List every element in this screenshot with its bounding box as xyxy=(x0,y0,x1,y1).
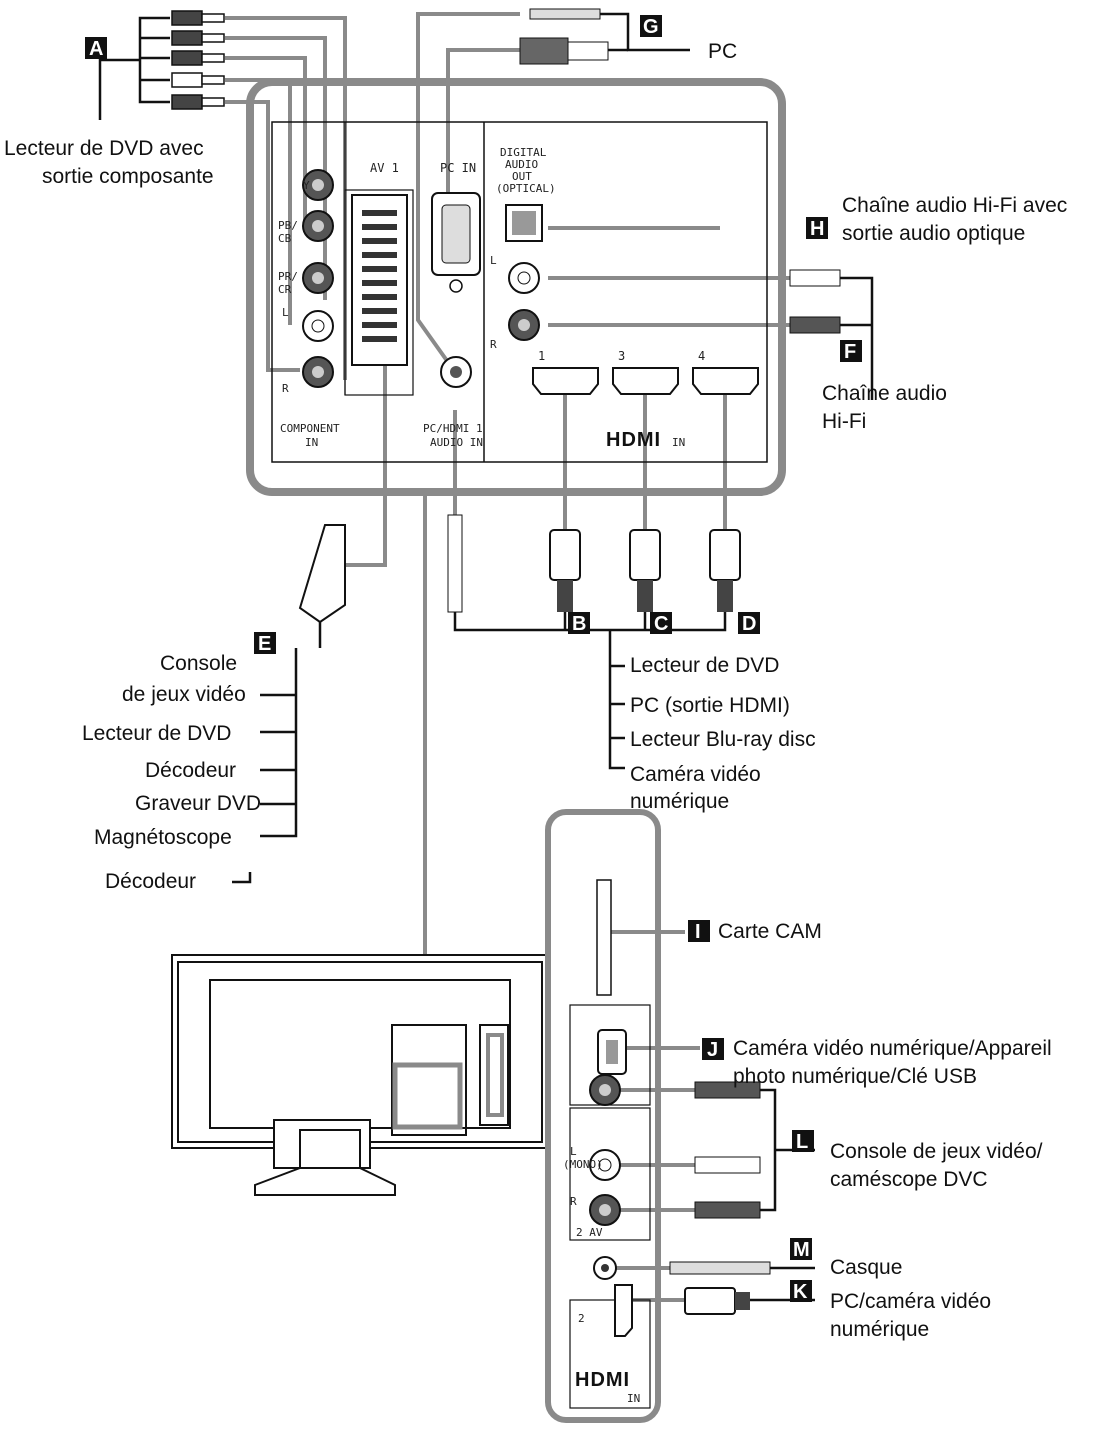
hdmi2-line1: PC/caméra vidéo xyxy=(830,1290,991,1313)
scart-console-2: de jeux vidéo xyxy=(122,683,246,706)
scart-pins xyxy=(362,210,397,342)
cam-label: Carte CAM xyxy=(718,920,822,943)
hdmi-plug-1 xyxy=(549,529,581,581)
badge-c: C xyxy=(654,613,668,635)
scart-console-1: Console xyxy=(160,652,237,675)
source-labels: Lecteur de DVD avec sortie composante PC… xyxy=(4,40,1067,1341)
label-out-r: R xyxy=(490,338,497,351)
label-component-1: COMPONENT xyxy=(280,422,340,435)
hdmi-plug-3 xyxy=(629,529,661,581)
scart-decoder-2: Décodeur xyxy=(105,870,196,893)
side-label-r: R xyxy=(570,1195,577,1208)
av2-line1: Console de jeux vidéo/ xyxy=(830,1140,1043,1163)
scart-recorder: Graveur DVD xyxy=(135,792,261,815)
usb-line1: Caméra vidéo numérique/Appareil xyxy=(733,1037,1052,1060)
hdmi-device-camera-2: numérique xyxy=(630,790,729,813)
label-digital: DIGITAL xyxy=(500,146,547,159)
vga-plug xyxy=(519,37,569,65)
component-jacks xyxy=(302,169,334,388)
label-hdmi-1: 1 xyxy=(538,349,545,363)
label-component-2: IN xyxy=(305,436,318,449)
label-audio-l: L xyxy=(282,306,289,319)
scart-plug xyxy=(298,524,346,624)
hdmi-ports xyxy=(532,367,759,395)
badge-j: J xyxy=(707,1039,718,1061)
headphone-plug xyxy=(669,1261,771,1275)
hdmi-device-dvd: Lecteur de DVD xyxy=(630,654,779,677)
hdmi-plug-4 xyxy=(709,529,741,581)
hifi-plug-r xyxy=(789,316,841,334)
badge-a: A xyxy=(89,38,103,60)
side-hdmi-logo: HDMI xyxy=(575,1369,630,1391)
side-label-av2: 2 AV xyxy=(576,1226,603,1239)
tv-rear xyxy=(171,954,549,1196)
av2-plug-video xyxy=(694,1081,761,1099)
rear-panel: Y PB/ CB PR/ CR L R COMPONENT IN AV 1 PC… xyxy=(246,78,786,496)
component-plugs xyxy=(171,10,225,110)
side-label-l: L xyxy=(570,1145,577,1158)
scart-dvd: Lecteur de DVD xyxy=(82,722,231,745)
badge-e: E xyxy=(258,633,271,655)
label-av1: AV 1 xyxy=(370,161,399,175)
dvd-component-line1: Lecteur de DVD avec xyxy=(4,137,204,160)
headphones-label: Casque xyxy=(830,1256,902,1279)
label-y: Y xyxy=(303,179,310,192)
hdmi-device-camera-1: Caméra vidéo xyxy=(630,763,761,786)
label-pb-2: CB xyxy=(278,232,292,245)
pc-label: PC xyxy=(708,40,737,63)
badge-l: L xyxy=(796,1131,808,1153)
label-audio: AUDIO xyxy=(505,158,538,171)
badge-g: G xyxy=(643,16,659,38)
badge-k: K xyxy=(793,1281,808,1303)
label-hdmi-4: 4 xyxy=(698,349,705,363)
label-out-l: L xyxy=(490,254,497,267)
usb-line2: photo numérique/Clé USB xyxy=(733,1065,977,1088)
hifi-line2: Hi-Fi xyxy=(822,410,866,433)
hifi-line1: Chaîne audio xyxy=(822,382,947,405)
hifi-optical-line1: Chaîne audio Hi-Fi avec xyxy=(842,194,1067,217)
hdmi2-plug xyxy=(684,1287,736,1315)
side-hdmi-in: IN xyxy=(627,1392,640,1405)
label-pr-1: PR/ xyxy=(278,270,298,283)
label-pc-hdmi-audio-2: AUDIO IN xyxy=(430,436,483,449)
av2-plug-l xyxy=(694,1156,761,1174)
side-hdmi-port xyxy=(614,1284,633,1337)
label-pb-1: PB/ xyxy=(278,219,298,232)
av2-line2: caméscope DVC xyxy=(830,1168,988,1191)
dvd-component-line2: sortie composante xyxy=(42,165,214,188)
pc-audio-plug xyxy=(529,8,601,20)
hdmi2-line2: numérique xyxy=(830,1318,929,1341)
plugs xyxy=(171,8,841,1315)
scart-decoder-1: Décodeur xyxy=(145,759,236,782)
hifi-optical-line2: sortie audio optique xyxy=(842,222,1025,245)
badge-f: F xyxy=(844,341,856,363)
label-pc-in: PC IN xyxy=(440,161,476,175)
label-out: OUT xyxy=(512,170,532,183)
scart-vcr: Magnétoscope xyxy=(94,826,232,849)
label-audio-r: R xyxy=(282,382,289,395)
av2-plug-r xyxy=(694,1201,761,1219)
rear-hdmi-in: IN xyxy=(672,436,685,449)
rear-hdmi-logo: HDMI xyxy=(606,429,661,451)
badge-i: I xyxy=(695,921,701,943)
label-pc-hdmi-audio-1: PC/HDMI 1 xyxy=(423,422,483,435)
side-label-hdmi-port: 2 xyxy=(578,1312,585,1325)
badge-h: H xyxy=(810,218,824,240)
hifi-plug-l xyxy=(789,269,841,287)
badges: A B C D E F G H I J K L M xyxy=(85,15,862,1303)
label-pr-2: CR xyxy=(278,283,292,296)
hdmi-device-pc: PC (sortie HDMI) xyxy=(630,694,790,717)
label-optical: (OPTICAL) xyxy=(496,182,556,195)
badge-m: M xyxy=(793,1239,810,1261)
pc-audio-jack-plug xyxy=(447,514,463,613)
label-hdmi-3: 3 xyxy=(618,349,625,363)
side-panel: (MONO) L R 2 AV 2 HDMI IN xyxy=(545,809,661,1423)
badge-d: D xyxy=(742,613,756,635)
badge-b: B xyxy=(572,613,586,635)
hdmi-device-bluray: Lecteur Blu-ray disc xyxy=(630,728,816,751)
side-label-mono: (MONO) xyxy=(563,1158,603,1171)
